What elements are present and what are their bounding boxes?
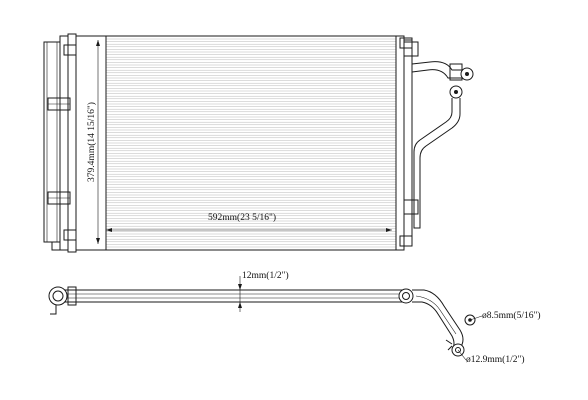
thickness-dimension-label: 12mm(1/2"): [242, 270, 289, 281]
thickness-dimension: 12mm(1/2"): [238, 270, 289, 312]
top-view-right-fittings: [398, 288, 476, 357]
core-fins: [106, 38, 396, 248]
fitting-callouts: ø8.5mm(5/16") ø12.9mm(1/2"): [457, 310, 541, 365]
fitting-small-label: ø8.5mm(5/16"): [482, 310, 541, 321]
right-header-tank: [395, 35, 419, 251]
condenser-core: [75, 35, 397, 251]
height-dimension: 379.4mm(14 15/16"): [86, 40, 100, 244]
height-dimension-label: 379.4mm(14 15/16"): [86, 102, 97, 182]
top-view-left-end: [48, 286, 77, 315]
left-receiver-assembly: [43, 33, 77, 253]
condenser-top-view: 12mm(1/2") ø8.5mm(5/16") ø12.9mm(1/2"): [48, 270, 541, 365]
condenser-front-view: 592mm(23 5/16") 379.4mm(14 15/16"): [43, 33, 474, 253]
width-dimension: 592mm(23 5/16"): [106, 212, 392, 232]
width-dimension-label: 592mm(23 5/16"): [208, 212, 276, 223]
fitting-large-label: ø12.9mm(1/2"): [466, 354, 525, 365]
right-outlet-pipes: [411, 61, 474, 229]
